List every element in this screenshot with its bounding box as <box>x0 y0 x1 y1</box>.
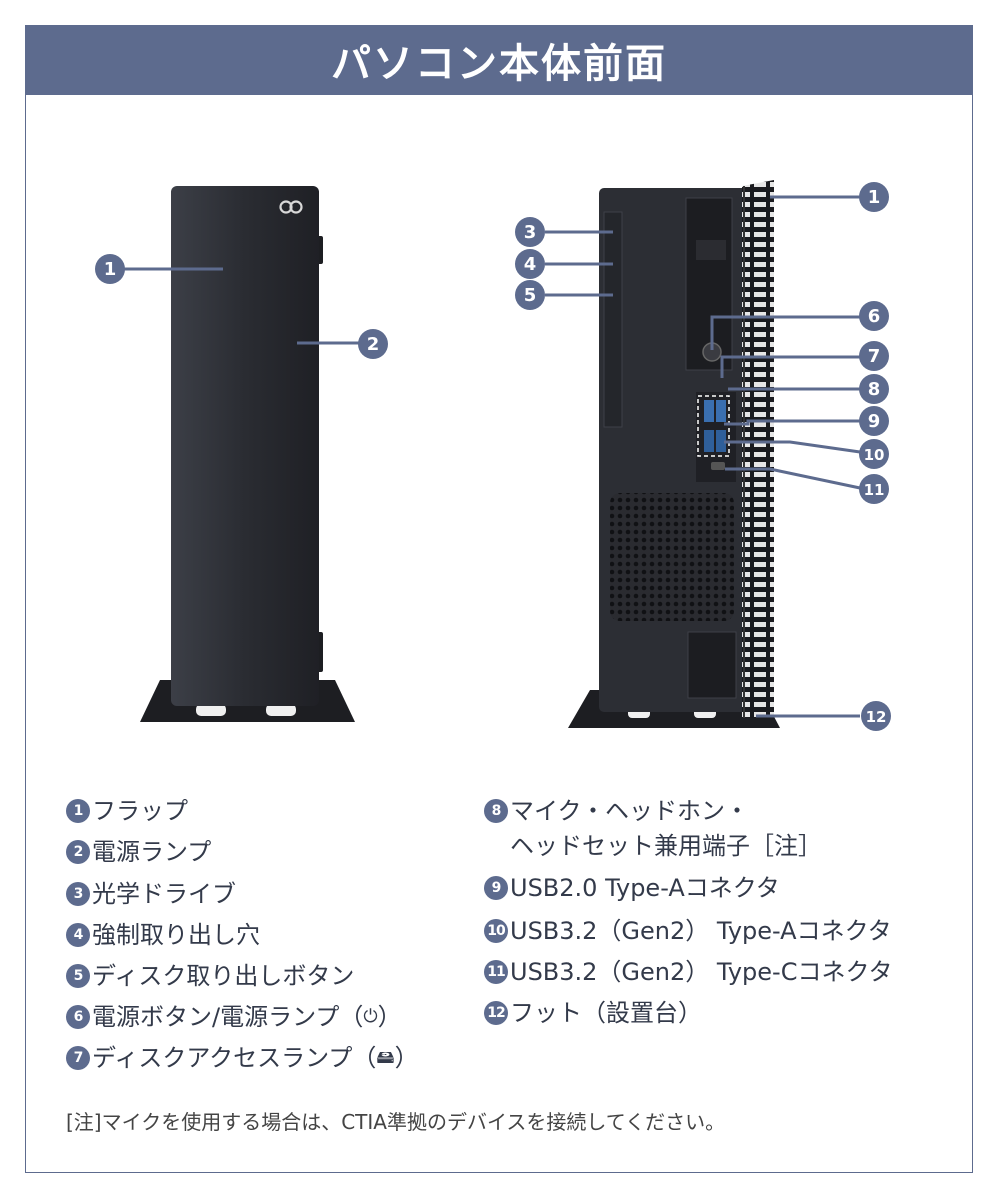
pc-front-view <box>140 186 355 722</box>
pc-side-view <box>568 180 780 728</box>
callout-2: 2 <box>367 334 380 355</box>
footnote: [注]マイクを使用する場合は、CTIA準拠のデバイスを接続してください。 <box>66 1110 726 1134</box>
callout-4: 4 <box>524 254 537 275</box>
disk-access-icon: 🖴 <box>376 1047 395 1068</box>
callout-1-front: 1 <box>104 259 117 280</box>
callout-9: 9 <box>868 411 881 432</box>
callout-6: 6 <box>868 306 881 327</box>
callout-10: 10 <box>864 446 885 464</box>
callout-5: 5 <box>524 285 537 306</box>
callout-12: 12 <box>866 708 887 726</box>
legend-item-continuation: ヘッドセット兼用端子［注］ <box>510 832 822 860</box>
brand-logo <box>279 200 303 214</box>
callout-7: 7 <box>868 346 881 367</box>
power-icon: ⏻ <box>363 1006 378 1027</box>
callout-8: 8 <box>868 379 881 400</box>
callout-11: 11 <box>864 481 885 499</box>
callout-3: 3 <box>524 222 537 243</box>
callout-1-side: 1 <box>868 187 881 208</box>
page-title: パソコン本体前面 <box>331 41 667 87</box>
title-bar: パソコン本体前面 <box>25 25 973 95</box>
callout-markers <box>95 182 891 731</box>
